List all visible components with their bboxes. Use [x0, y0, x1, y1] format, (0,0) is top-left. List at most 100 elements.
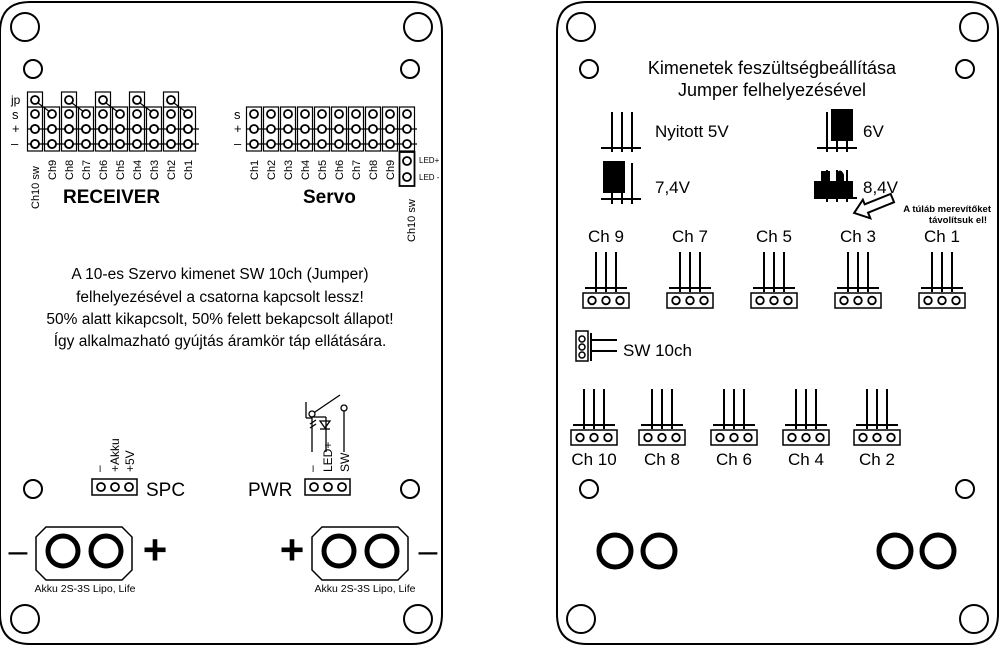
header-pin	[615, 295, 625, 306]
pin	[351, 139, 361, 149]
servo-channel-label: Ch2	[266, 160, 278, 180]
note-line: 50% alatt kikapcsolt, 50% felett bekapcs…	[46, 311, 393, 328]
right-title-line1: Kimenetek feszültségbeállítása	[648, 58, 897, 78]
legend-note-line: A túláb merevítőket	[903, 204, 992, 215]
pin	[81, 139, 91, 149]
note-line: A 10-es Szervo kimenet SW 10ch (Jumper)	[71, 266, 368, 283]
header-pin	[815, 432, 825, 443]
pin	[183, 124, 193, 134]
servo-row-label-s: s	[234, 107, 241, 122]
mount-hole	[403, 604, 433, 634]
pin	[30, 139, 40, 149]
pin	[132, 109, 142, 119]
led-minus-label: LED -	[419, 173, 440, 182]
output-channel-label: Ch 3	[840, 227, 876, 246]
header-pin	[715, 432, 725, 443]
small-hole	[955, 59, 975, 79]
header-pin	[787, 432, 797, 443]
pwr-pin-label: SW	[338, 452, 352, 472]
output-channel-label: Ch 10	[571, 450, 616, 469]
jumper-8v4-icon	[814, 170, 857, 202]
header-pin	[886, 432, 896, 443]
jumper-trace	[37, 102, 51, 113]
spc-connector: – +Akku +5V SPC	[91, 438, 185, 501]
pin	[266, 139, 276, 149]
header-pin	[671, 432, 681, 443]
output-header: Ch 10	[570, 389, 618, 469]
output-header: Ch 9	[582, 227, 630, 309]
receiver-channel-label: Ch8	[64, 160, 76, 180]
sw10ch-label: SW 10ch	[623, 341, 692, 360]
receiver-channel-label: Ch10 sw	[30, 166, 42, 209]
small-hole	[400, 59, 420, 79]
header-pin	[839, 295, 849, 306]
right-board-outline	[556, 0, 999, 645]
header-pin	[783, 295, 793, 306]
pin	[132, 124, 142, 134]
header-pin	[769, 295, 779, 306]
battery-minus-label: –	[419, 532, 438, 570]
output-header: Ch 5	[750, 227, 798, 309]
spc-pin-label: +5V	[123, 450, 137, 472]
small-hole	[579, 59, 599, 79]
mount-hole	[10, 604, 40, 634]
pin	[115, 124, 125, 134]
header-pin	[867, 295, 877, 306]
battery-connector-left: – + Akku 2S-3S Lipo, Life	[9, 526, 168, 595]
pin	[402, 139, 412, 149]
pin	[149, 124, 159, 134]
legend-open-5v: Nyitott 5V	[655, 122, 729, 141]
pin	[47, 139, 57, 149]
receiver-channel-label: Ch6	[98, 160, 110, 180]
header-pin	[671, 295, 681, 306]
pin	[64, 139, 74, 149]
pin	[402, 109, 412, 119]
battery-caption: Akku 2S-3S Lipo, Life	[35, 583, 136, 595]
header-pin	[853, 295, 863, 306]
header-pin	[755, 295, 765, 306]
output-channel-label: Ch 7	[672, 227, 708, 246]
pin	[64, 124, 74, 134]
header-pin	[643, 432, 653, 443]
pin	[317, 139, 327, 149]
spc-pin-label: +Akku	[108, 438, 122, 472]
pin	[166, 109, 176, 119]
legend-6v: 6V	[863, 122, 884, 141]
output-channel-label: Ch 5	[756, 227, 792, 246]
jumper-pin	[98, 95, 108, 105]
note-line: felhelyezésével a csatorna kapcsolt less…	[76, 289, 364, 306]
led-pin	[402, 172, 412, 182]
pin	[402, 124, 412, 134]
header-pin	[858, 432, 868, 443]
pin	[115, 139, 125, 149]
mount-hole	[10, 12, 40, 42]
jumper-pin	[64, 95, 74, 105]
battery-hole	[919, 532, 957, 570]
jumper-trace	[105, 102, 119, 113]
pin	[166, 124, 176, 134]
pin	[283, 124, 293, 134]
header-pin	[601, 295, 611, 306]
battery-plus-label: +	[280, 526, 305, 573]
header-pin	[951, 295, 961, 306]
receiver-channel-label: Ch4	[132, 160, 144, 180]
row-label-plus: +	[12, 121, 20, 136]
header-pin	[729, 432, 739, 443]
row-label-minus: –	[11, 136, 19, 151]
receiver-channel-label: Ch3	[149, 160, 161, 180]
pin	[166, 139, 176, 149]
battery-hole	[640, 532, 678, 570]
small-hole	[400, 479, 420, 499]
pin	[351, 124, 361, 134]
battery-minus-label: –	[9, 532, 28, 570]
mount-hole	[403, 12, 433, 42]
header-pin	[685, 295, 695, 306]
pin	[98, 139, 108, 149]
header-pin	[801, 432, 811, 443]
pin	[283, 139, 293, 149]
servo-row-label-plus: +	[234, 121, 242, 136]
servo-channel-label: Ch4	[300, 160, 312, 180]
note-line: Így alkalmazható gyújtás áramkör táp ell…	[54, 333, 387, 350]
